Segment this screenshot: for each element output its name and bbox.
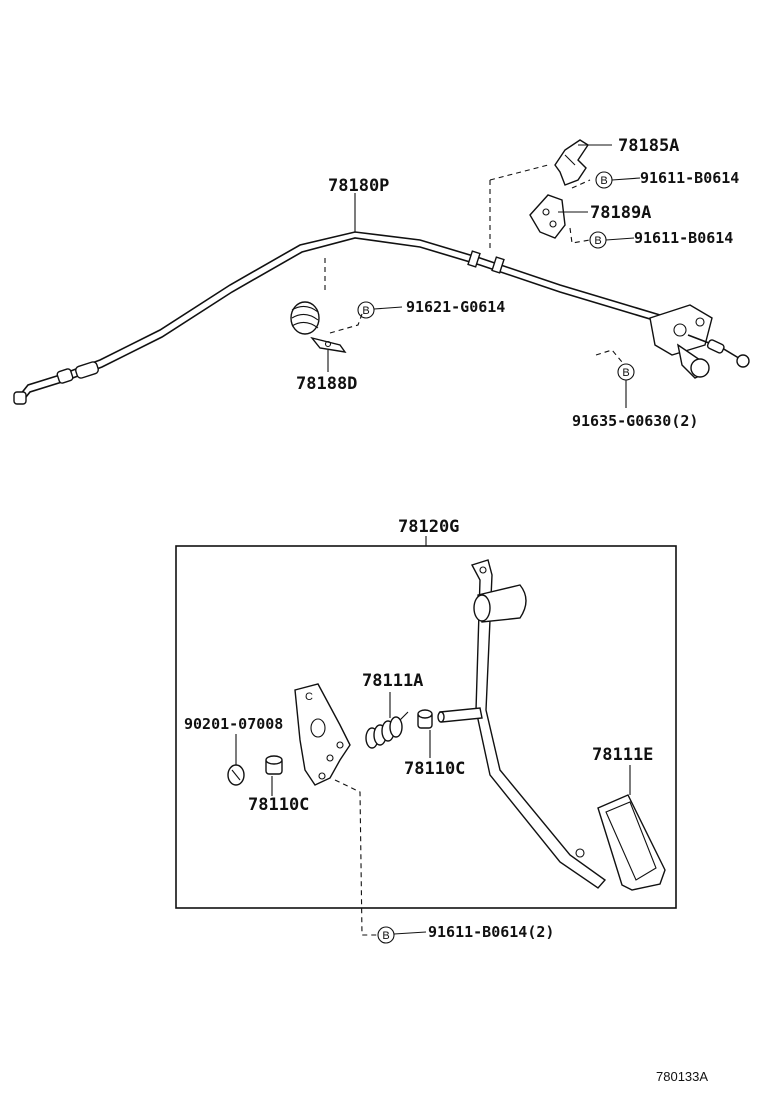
bolt-mark-mid: B — [589, 231, 607, 249]
cable-end-fitting — [13, 391, 27, 405]
svg-text:B: B — [362, 305, 369, 317]
pedal-pad-78111E — [597, 794, 666, 891]
label-91611-bottom: 91611-B0614(2) — [428, 923, 554, 941]
svg-text:C: C — [305, 691, 313, 703]
bushing-78110C-left — [265, 755, 283, 775]
cable-bracket-78185A — [554, 139, 589, 186]
cable-spring-holder-78188D — [290, 301, 347, 353]
cable-bracket-78189A — [529, 194, 566, 239]
cable-clip-b — [491, 256, 505, 274]
cable-grommet — [75, 361, 99, 379]
bolt-mark-top: B — [595, 171, 613, 189]
cable-ferrule — [56, 368, 74, 384]
label-78110C-right: 78110C — [404, 759, 465, 779]
diagram-reference: 780133A — [656, 1069, 708, 1084]
label-78111E: 78111E — [592, 745, 653, 765]
label-78189A: 78189A — [590, 203, 651, 223]
accelerator-cable — [13, 231, 661, 405]
bolt-mark-throttle: B — [617, 363, 635, 381]
accelerator-pedal-arm — [437, 559, 607, 889]
pedal-assembly-box — [175, 545, 677, 909]
bushing-78110C-right — [417, 709, 433, 729]
label-78188D: 78188D — [296, 374, 357, 394]
bolt-mark-bottom: B — [377, 926, 395, 944]
svg-text:B: B — [594, 235, 601, 247]
svg-text:B: B — [600, 175, 607, 187]
label-91621: 91621-G0614 — [406, 298, 505, 316]
label-78120G: 78120G — [398, 517, 459, 537]
cable-clip-a — [467, 250, 481, 268]
label-78110C-left: 78110C — [248, 795, 309, 815]
throttle-bracket-assembly — [649, 304, 750, 379]
label-91635: 91635-G0630(2) — [572, 412, 698, 430]
label-91611-mid: 91611-B0614 — [634, 229, 733, 247]
return-spring-78111A — [365, 711, 409, 749]
pedal-bracket-plate: C — [294, 683, 351, 786]
svg-text:B: B — [622, 367, 629, 379]
washer-90201 — [227, 764, 245, 786]
label-78185A: 78185A — [618, 136, 679, 156]
label-91611-top: 91611-B0614 — [640, 169, 739, 187]
label-90201: 90201-07008 — [184, 715, 283, 733]
svg-text:B: B — [382, 930, 389, 942]
label-78111A: 78111A — [362, 671, 423, 691]
label-78180P: 78180P — [328, 176, 389, 196]
bolt-mark-spring: B — [357, 301, 375, 319]
